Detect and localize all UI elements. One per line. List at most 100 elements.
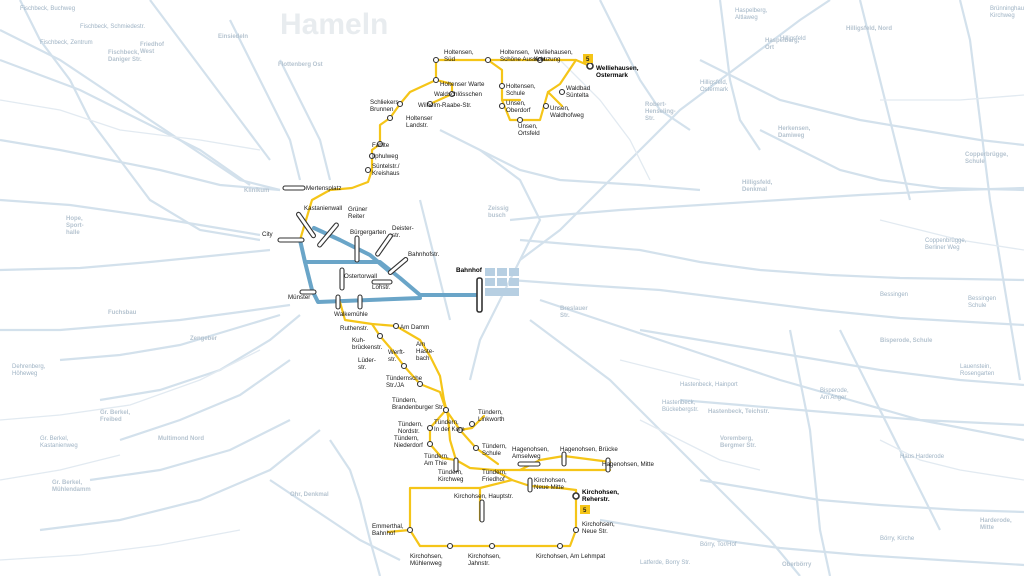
stop-bar-mitte[interactable] [605,457,611,473]
station-label: Tündern,Kirchweg [438,469,464,483]
stop-marker[interactable] [368,152,376,160]
stop-bars[interactable] [277,185,611,523]
bg-label: Hastenbeck,Bückebergstr. [662,400,699,413]
stop-marker[interactable] [498,102,506,110]
stop-bar-hauptstr[interactable] [479,499,485,523]
stop-marker[interactable] [432,56,440,64]
stop-marker[interactable] [572,526,580,534]
stop-marker[interactable] [472,444,480,452]
stop-marker[interactable] [364,166,372,174]
bg-label: Brünninghausen,Kirchweg [990,6,1024,19]
stop-marker[interactable] [432,76,440,84]
stop-bar-deisterstr[interactable] [375,233,393,257]
stop-marker[interactable] [586,62,594,70]
stop-marker[interactable] [556,542,564,550]
stop-marker[interactable] [448,90,456,98]
bg-label: Latferde, Borry Str. [640,560,691,566]
bg-label: Gr. Berkel,Mühlendamm [52,480,91,493]
station-label: Tündern,Friedhof [482,469,507,483]
stop-marker[interactable] [446,542,454,550]
stop-marker[interactable] [426,100,434,108]
bg-label: Coppenbrügge,Berliner Weg [925,238,967,251]
stop-bar-bruecke[interactable] [561,451,567,467]
stop-marker[interactable] [392,322,400,330]
stop-bar-buergergarten[interactable] [354,235,360,263]
bg-label: Fischbeck, Buchweg [20,6,75,12]
station-label: Kirchohsen,Neue Mitte [534,477,567,491]
stop-bar-thie[interactable] [453,457,459,473]
station-label: Bürgergarten [350,229,387,236]
station-label: Lüder-str. [358,357,376,371]
stop-bar-bahnhofstr[interactable] [387,257,409,275]
stop-bar-ostertorwall[interactable] [339,267,345,291]
stop-marker[interactable] [376,332,384,340]
station-label: Kirchohsen,Mühlenweg [410,553,443,567]
station-label: Ilphulweg [372,153,399,160]
stop-markers[interactable] [364,56,594,550]
stop-marker[interactable] [376,140,384,148]
bg-label: Voremberg,Bergmer Str. [720,436,756,449]
stop-bar-muenster[interactable] [299,289,317,295]
bg-label: Börry, Tor/Hof [700,542,737,548]
bg-label: Einsiedeln [218,34,248,40]
stop-marker[interactable] [488,542,496,550]
stop-marker[interactable] [558,88,566,96]
stop-bar-walkemuehle-a[interactable] [335,294,341,310]
bg-label: Hilligsfeld,Ostermark [700,80,729,93]
station-label: Unsen,Oberdorf [506,100,531,114]
city-title: Hameln [280,8,388,41]
station-label: Ostertorwall [344,273,377,280]
bg-label: Hilligsfeld [780,36,806,42]
station-label: Kastanienwall [304,205,342,212]
station-label: Walkemühle [334,311,368,318]
station-label: Süntelstr./Kreishaus [372,163,400,177]
bg-label: Ohr, Denkmal [290,492,329,498]
station-label: City [262,231,274,238]
station-label: Holtensen,Süd [444,49,474,63]
route-number: 5 [583,508,587,514]
stop-bar-bahnhof[interactable] [476,277,483,313]
stop-marker[interactable] [468,420,476,428]
bg-label: Copperbrügge,Schule [965,152,1008,165]
stop-bar-amselweg[interactable] [517,461,541,467]
stop-marker[interactable] [484,56,492,64]
stop-marker[interactable] [416,380,424,388]
stop-marker[interactable] [400,362,408,370]
stop-marker[interactable] [396,100,404,108]
station-label: Unsen,Waldhofweg [550,105,584,119]
stop-marker[interactable] [536,56,544,64]
stop-bar-lohstr[interactable] [371,279,393,285]
bg-label: Bisperode,Am Anger [820,388,849,401]
stop-marker[interactable] [498,82,506,90]
station-label: Holtenser Warte [440,81,485,88]
stop-bar-friedhof[interactable] [527,477,533,493]
stop-marker[interactable] [542,102,550,110]
stop-bar-mertensplatz[interactable] [282,185,306,191]
stop-marker[interactable] [456,426,464,434]
stop-marker[interactable] [406,526,414,534]
stop-marker[interactable] [426,440,434,448]
stop-bar-walkemuehle-b[interactable] [357,294,363,310]
route-badge-south: 5 [580,505,590,514]
bg-label: Haspelberg,Altlaweg [735,8,768,21]
background-network-thin [0,59,1024,561]
stop-marker[interactable] [386,114,394,122]
stop-marker[interactable] [572,492,580,500]
stop-bar-gruener-reiter[interactable] [317,222,339,248]
stop-marker[interactable] [516,116,524,124]
stop-bar-city[interactable] [277,237,305,243]
bg-label: Hastenbeck, Teichstr. [708,409,770,415]
bg-label: Hilligsfeld,Denkmal [742,180,773,193]
bg-label: Fischbeck,Daniger Str. [108,50,142,63]
stop-marker[interactable] [426,424,434,432]
station-labels: Holtensen,Süd Holtensen,Schöne Aussicht … [262,49,654,567]
stop-bar-kastanienwall[interactable] [295,211,317,239]
stop-marker[interactable] [442,406,450,414]
